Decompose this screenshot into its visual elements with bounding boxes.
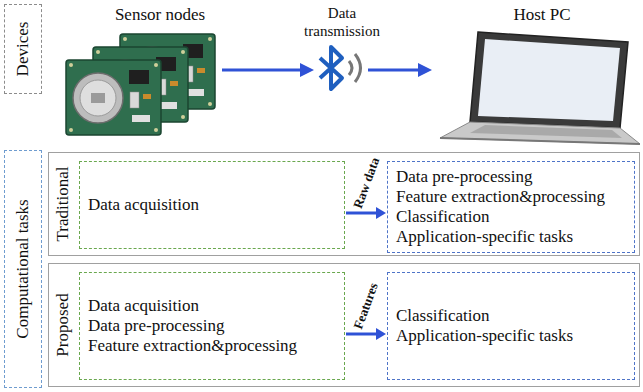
task-text: Data acquisition bbox=[88, 296, 336, 316]
approach-band: Traditional Data acquisition Data pre-proc… bbox=[48, 152, 640, 256]
text-list: ClassificationApplication-specific tasks bbox=[388, 273, 634, 379]
bluetooth-symbol bbox=[320, 47, 361, 89]
transmission-arrow bbox=[368, 63, 432, 77]
edge-label: Features bbox=[351, 281, 381, 331]
sensor-boards bbox=[66, 34, 215, 135]
task-text: Data pre-processing bbox=[88, 316, 336, 336]
section-label: Proposed bbox=[53, 293, 73, 356]
section-label: Traditional bbox=[53, 167, 73, 242]
arrow-head bbox=[376, 207, 386, 219]
flow-arrow bbox=[346, 207, 386, 219]
sensor-task-box: Data acquisition bbox=[79, 161, 345, 249]
task-text: Classification bbox=[396, 207, 626, 227]
laptop bbox=[440, 32, 640, 144]
section-label: Devices bbox=[13, 22, 33, 77]
transmission-arrow bbox=[222, 63, 314, 77]
task-text: Application-specific tasks bbox=[396, 326, 626, 346]
host-task-box: Data pre-processingFeature extraction&pr… bbox=[387, 161, 635, 253]
arrow-shaft bbox=[346, 212, 376, 215]
text-list: Data acquisitionData pre-processingFeatu… bbox=[80, 273, 344, 379]
text-list: Data pre-processingFeature extraction&pr… bbox=[388, 162, 634, 252]
text-list: Data acquisition bbox=[80, 162, 344, 248]
task-text: Classification bbox=[396, 306, 626, 326]
sensor-task-box: Data acquisitionData pre-processingFeatu… bbox=[79, 272, 345, 380]
flow-arrow bbox=[346, 328, 386, 340]
figure-label: Host PC bbox=[477, 6, 607, 24]
sensor-board bbox=[66, 60, 161, 135]
arrow-head bbox=[376, 328, 386, 340]
task-text: Feature extraction&processing bbox=[88, 336, 336, 356]
task-text: Application-specific tasks bbox=[396, 227, 626, 247]
host-task-box: ClassificationApplication-specific tasks bbox=[387, 272, 635, 380]
section-label-box: Devices bbox=[4, 4, 42, 94]
figure-label: Sensor nodes bbox=[85, 6, 235, 24]
task-text: Data acquisition bbox=[88, 195, 336, 215]
section-label: Computational tasks bbox=[13, 199, 33, 338]
figure-label: Data transmission bbox=[296, 4, 388, 40]
task-text: Data pre-processing bbox=[396, 167, 626, 187]
task-text: Feature extraction&processing bbox=[396, 187, 626, 207]
section-label-box: Computational tasks bbox=[4, 150, 42, 388]
edge-label: Raw data bbox=[350, 155, 381, 210]
arrow-shaft bbox=[346, 333, 376, 336]
approach-band: Proposed Data acquisitionData pre-process… bbox=[48, 263, 640, 387]
